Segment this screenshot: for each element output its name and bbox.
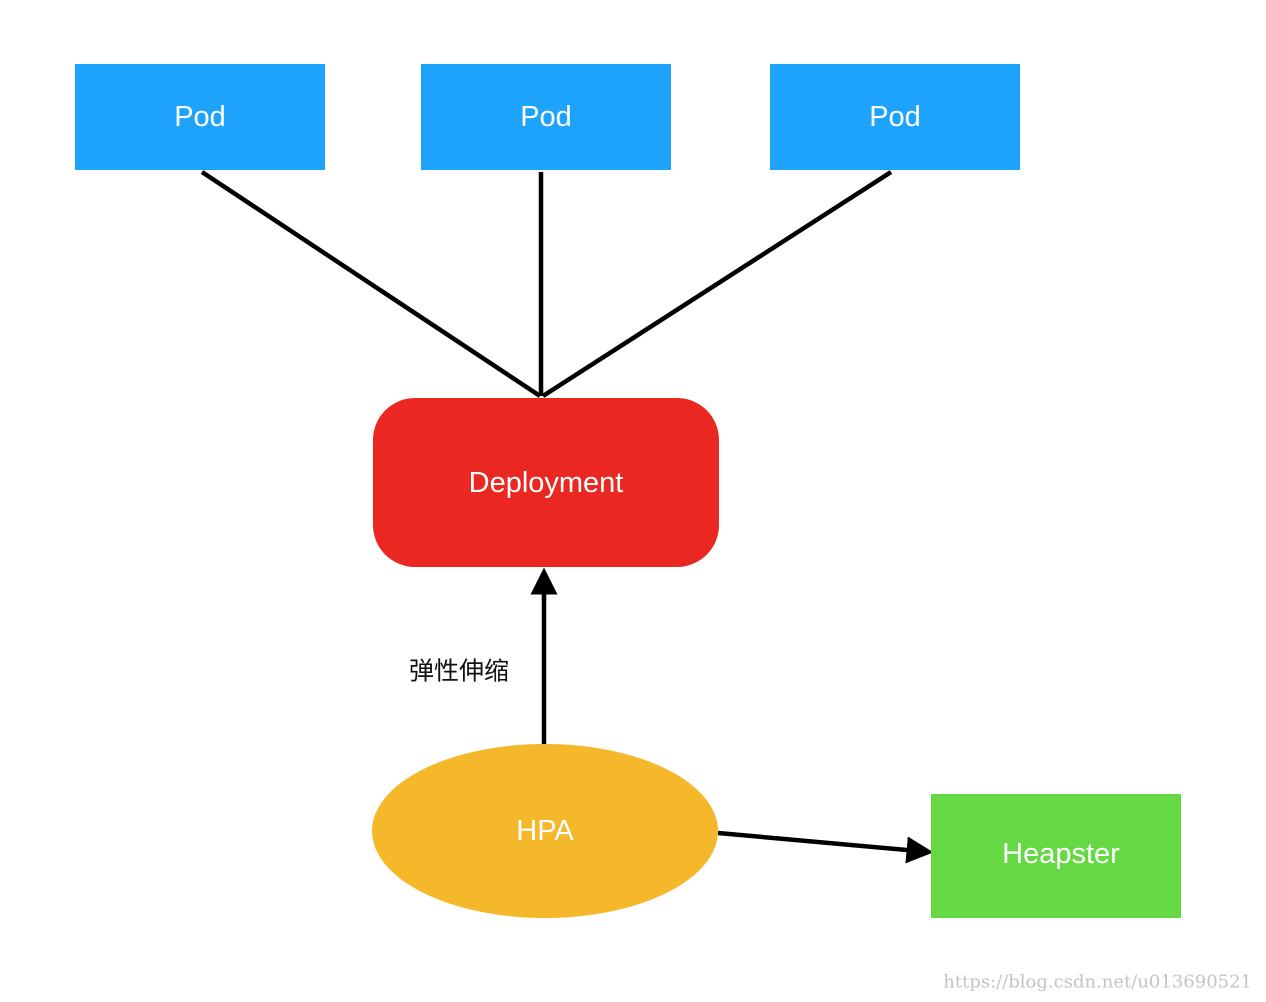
heapster-node: Heapster [931, 794, 1181, 918]
scaling-edge-label: 弹性伸缩 [409, 657, 509, 686]
edge-hpa-heapster [717, 830, 934, 864]
deployment-node-label: Deployment [469, 467, 624, 499]
edge-pod-3-deployment [541, 170, 893, 398]
pod-node-1-label: Pod [174, 101, 226, 133]
pod-node-2: Pod [421, 64, 671, 170]
hpa-node-label: HPA [516, 815, 574, 847]
watermark-url: https://blog.csdn.net/u013690521 [943, 972, 1252, 993]
deployment-node: Deployment [373, 398, 719, 567]
pod-node-1: Pod [75, 64, 325, 170]
hpa-node: HPA [372, 744, 718, 918]
pod-node-3: Pod [770, 64, 1020, 170]
pod-node-2-label: Pod [520, 101, 572, 133]
edge-pod-1-deployment [200, 170, 542, 398]
heapster-node-label: Heapster [1002, 838, 1120, 870]
pod-node-3-label: Pod [869, 101, 921, 133]
